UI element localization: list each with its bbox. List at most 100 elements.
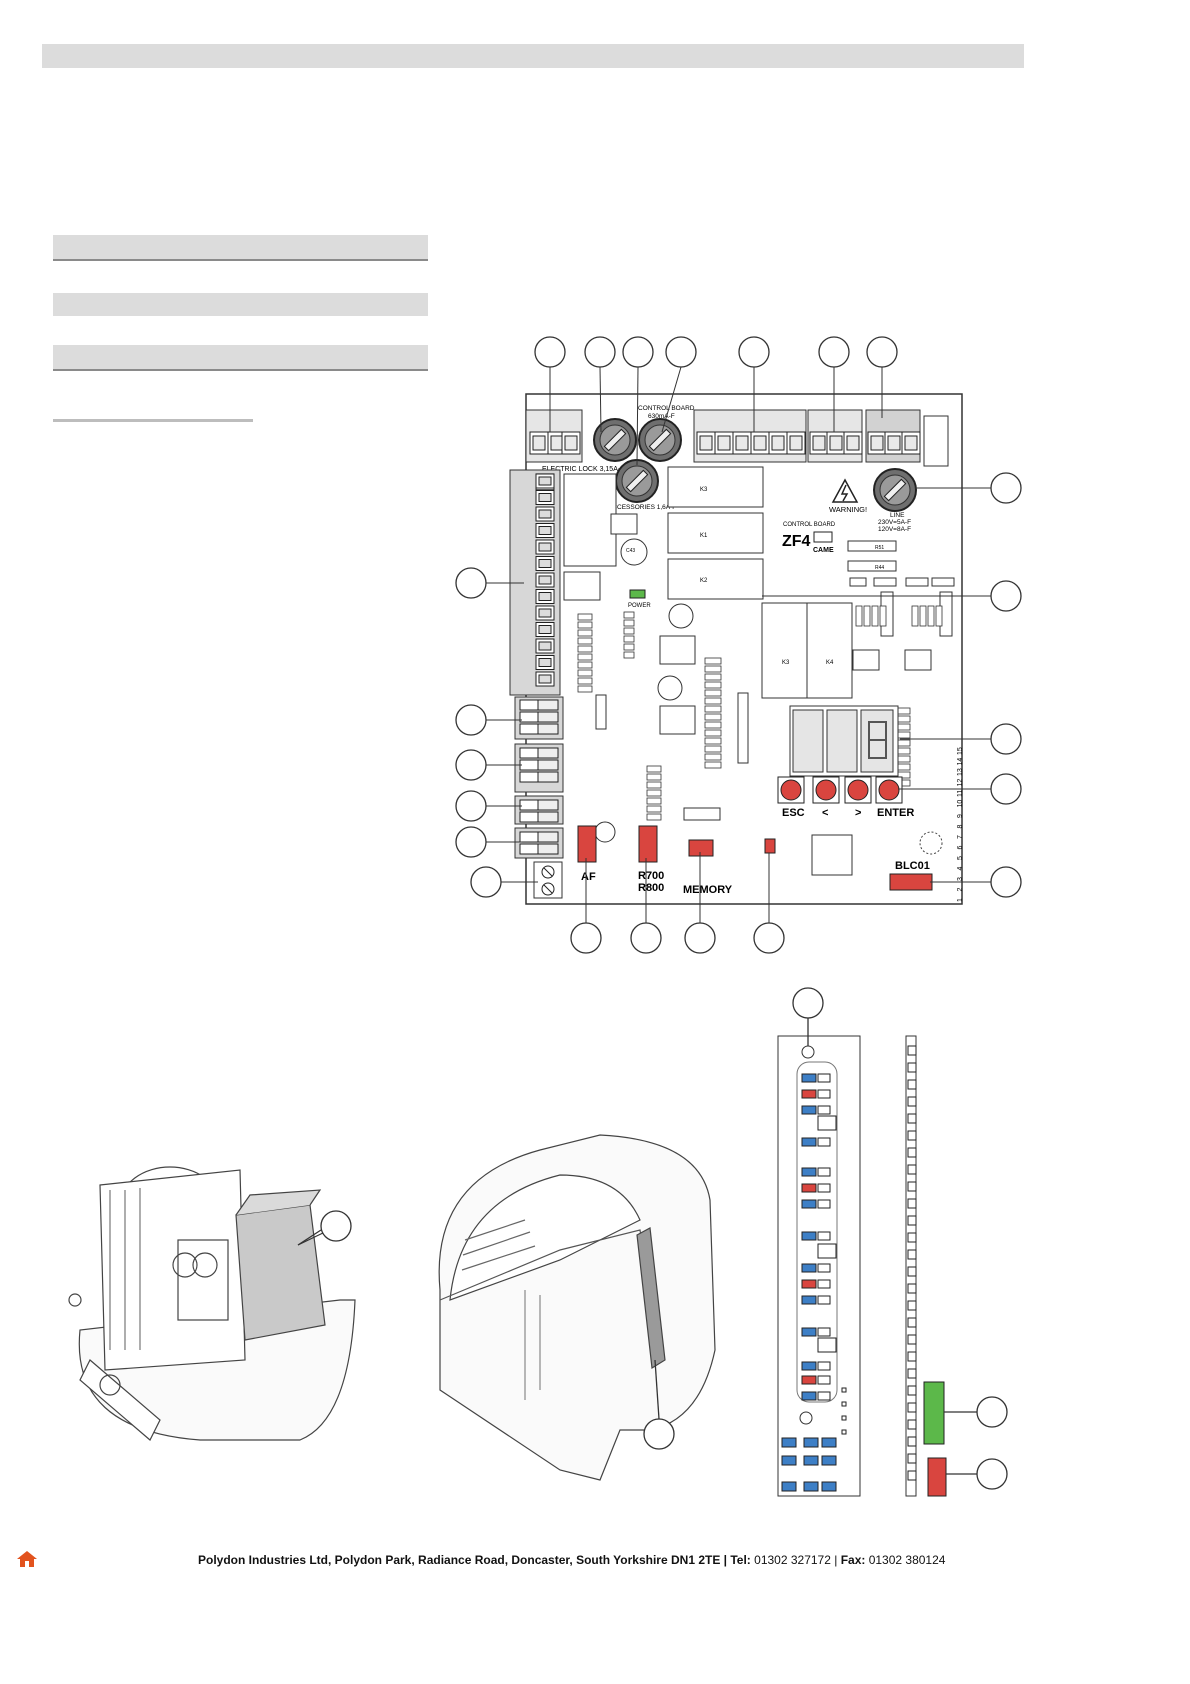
footer-address: Polydon Industries Ltd, Polydon Park, Ra…: [198, 1553, 731, 1567]
callout-circle: [738, 336, 770, 368]
callout-circle: [990, 773, 1022, 805]
callout-circle: [320, 1210, 352, 1242]
diagram-canvas: ELECTRIC LOCK 3,15A-F CONTROL BOARD 630m…: [68, 336, 1022, 1497]
card-led: [801, 1089, 817, 1099]
callout-circle: [470, 866, 502, 898]
r700-label: R700: [638, 870, 664, 882]
power-led: [629, 589, 646, 599]
side-number: 11: [957, 790, 964, 797]
lower-terminal: [519, 799, 539, 811]
callout-circle: [792, 987, 824, 1019]
left-arrow-label: <: [822, 807, 828, 819]
right-arrow-label: >: [855, 807, 861, 819]
relay-k3-top: K3: [700, 487, 708, 493]
housing-illustration: [438, 1134, 716, 1481]
line-120-label: 120V=8A-F: [878, 526, 911, 533]
green-connector: [923, 1381, 945, 1445]
footer-tel: 01302 327172 |: [750, 1553, 841, 1567]
r800-label: R800: [638, 882, 664, 894]
card-led: [801, 1263, 817, 1273]
relay-k4: K4: [826, 660, 834, 666]
side-number: 6: [957, 846, 964, 850]
resistor-r51: R51: [875, 545, 884, 551]
brand-label: CAME: [813, 547, 834, 554]
side-number: 3: [957, 877, 964, 881]
esc-label: ESC: [782, 807, 805, 819]
lower-terminal: [519, 723, 539, 735]
electric-lock-label: ELECTRIC LOCK 3,15A-F: [542, 466, 624, 473]
callout-circle: [866, 336, 898, 368]
card-led: [801, 1361, 817, 1371]
memory-label: MEMORY: [683, 884, 733, 896]
home-icon[interactable]: [16, 1550, 38, 1568]
red-connector: [927, 1457, 947, 1497]
lower-terminal: [519, 711, 539, 723]
side-number: 1: [957, 898, 964, 902]
rf-card-illustration: [777, 1035, 947, 1497]
line-fuse-icon: [873, 468, 917, 512]
header-bar: [42, 44, 1024, 68]
card-led: [801, 1391, 817, 1401]
callout-circle: [990, 866, 1022, 898]
enter-button: [875, 776, 903, 804]
side-number: 7: [957, 835, 964, 839]
side-number: 14: [957, 758, 964, 766]
footer-tel-label: Tel:: [730, 1553, 751, 1567]
footer-fax-label: Fax:: [840, 1553, 866, 1567]
esc-button: [777, 776, 805, 804]
callout-circle: [455, 567, 487, 599]
callout-circle: [455, 704, 487, 736]
card-led: [801, 1073, 817, 1083]
section-bar-1: [53, 235, 428, 259]
callout-circle: [630, 922, 662, 954]
side-number: 2: [957, 888, 964, 892]
callout-circle: [990, 580, 1022, 612]
callout-circle: [534, 336, 566, 368]
callout-circle: [753, 922, 785, 954]
card-led: [801, 1231, 817, 1241]
footer-fax: 01302 380124: [865, 1553, 946, 1567]
section-bar-1-underline: [53, 259, 428, 261]
side-number: 13: [957, 768, 964, 776]
lower-terminal: [519, 843, 539, 855]
accessories-fuse-icon: [615, 459, 659, 503]
card-led: [801, 1199, 817, 1209]
side-number: 10: [957, 800, 964, 808]
card-led: [801, 1105, 817, 1115]
callout-circle: [622, 336, 654, 368]
resistor-r44: R44: [875, 565, 884, 571]
control-board-label: CONTROL BOARD: [638, 405, 695, 412]
callout-circle: [990, 723, 1022, 755]
callout-circle: [570, 922, 602, 954]
callout-circle: [818, 336, 850, 368]
card-led: [801, 1295, 817, 1305]
af-label: AF: [581, 871, 596, 883]
card-led: [801, 1375, 817, 1385]
blc01-connector: [889, 873, 933, 891]
callout-circle: [455, 749, 487, 781]
warning-label: WARNING!: [829, 505, 867, 514]
control-board-fuse-label: 630mA-F: [648, 413, 675, 420]
callout-circle: [665, 336, 697, 368]
line-label: LINE: [890, 512, 905, 519]
card-led: [801, 1327, 817, 1337]
short-rule: [53, 419, 253, 422]
small-red-connector: [764, 838, 776, 854]
card-led: [801, 1279, 817, 1289]
callout-circle: [455, 790, 487, 822]
callout-circle: [976, 1458, 1008, 1490]
lower-terminal: [519, 699, 539, 711]
warning-icon: [831, 478, 859, 503]
relay-k3: K3: [782, 660, 790, 666]
callout-circle: [976, 1396, 1008, 1428]
control-board-fuse-right-icon: [638, 418, 682, 462]
lower-terminal: [519, 771, 539, 783]
section-bar-2: [53, 293, 428, 316]
card-led: [801, 1137, 817, 1147]
side-number: 9: [957, 814, 964, 818]
side-number: 5: [957, 856, 964, 860]
lower-terminal: [519, 759, 539, 771]
callout-circle: [643, 1418, 675, 1450]
side-number: 15: [957, 747, 964, 755]
line-230-label: 230V=5A-F: [878, 519, 911, 526]
